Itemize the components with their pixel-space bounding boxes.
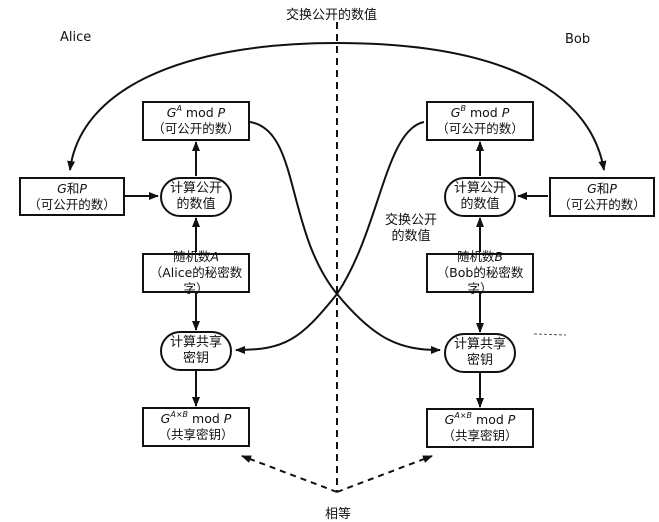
shared-gp-arc-left [67,42,338,171]
exchange-title: 交换公开的数值 [286,8,378,23]
alice-compute-public-node: 计算公开 的数值 [160,177,232,217]
stray-mark [533,333,567,336]
alice-shared-formula: GA×B mod P [160,410,232,427]
exchange-curve-bob-to-alice [235,121,425,354]
bob-public-formula: GB mod P [450,104,510,121]
alice-random-box: 随机数A （Alice的秘密数字） [142,249,250,296]
alice-label: Alice [60,30,92,45]
alice-public-value-box: GA mod P （可公开的数） [142,101,250,141]
alice-public-note: （可公开的数） [152,121,240,136]
alice-random-note: （Alice的秘密数字） [149,265,243,296]
bob-random-box: 随机数B （Bob的秘密数字） [426,249,534,296]
bob-compute-shared-line2: 密钥 [466,353,493,368]
equal-arrow-left [241,455,338,493]
alice-public-formula: GA mod P [166,104,226,121]
bob-gp-formula: G和P [587,181,617,196]
exchange-label-line1: 交换公开 [385,213,438,228]
alice-gp-formula: G和P [57,180,87,196]
bob-compute-shared-line1: 计算共享 [453,337,506,352]
bob-compute-public-node: 计算公开 的数值 [444,177,516,217]
alice-compute-shared-node: 计算共享 密钥 [160,331,232,371]
bob-shared-formula: GA×B mod P [444,411,516,428]
bob-gp-note: （可公开的数） [558,197,646,212]
bob-shared-note: （共享密钥） [442,428,518,443]
alice-compute-public-line1: 计算公开 [169,181,222,196]
alice-compute-shared-line2: 密钥 [182,351,209,366]
exchange-label: 交换公开 的数值 [385,213,437,245]
bob-public-value-box: GB mod P （可公开的数） [426,101,534,141]
equal-arrow-right [336,455,433,493]
bob-g-and-p-box: G和P （可公开的数） [549,177,655,217]
bob-compute-shared-node: 计算共享 密钥 [444,333,516,373]
bob-label: Bob [565,32,591,47]
alice-random-title: 随机数A [172,249,220,264]
equal-label: 相等 [325,507,352,522]
alice-compute-shared-line1: 计算共享 [169,335,222,350]
shared-gp-arc-right [336,42,607,171]
bob-compute-public-line2: 的数值 [460,197,500,212]
bob-public-note: （可公开的数） [436,121,524,136]
bob-random-note: （Bob的秘密数字） [436,265,524,296]
alice-compute-public-line2: 的数值 [176,197,216,212]
alice-shared-note: （共享密钥） [158,427,234,442]
exchange-label-line2: 的数值 [391,229,431,244]
exchange-curve-alice-to-bob [249,121,441,354]
alice-gp-note: （可公开的数） [28,196,116,212]
alice-shared-key-box: GA×B mod P （共享密钥） [142,407,250,447]
bob-random-title: 随机数B [456,249,504,264]
bob-shared-key-box: GA×B mod P （共享密钥） [426,408,534,448]
bob-compute-public-line1: 计算公开 [453,181,506,196]
alice-g-and-p-box: G和P （可公开的数） [19,177,125,216]
